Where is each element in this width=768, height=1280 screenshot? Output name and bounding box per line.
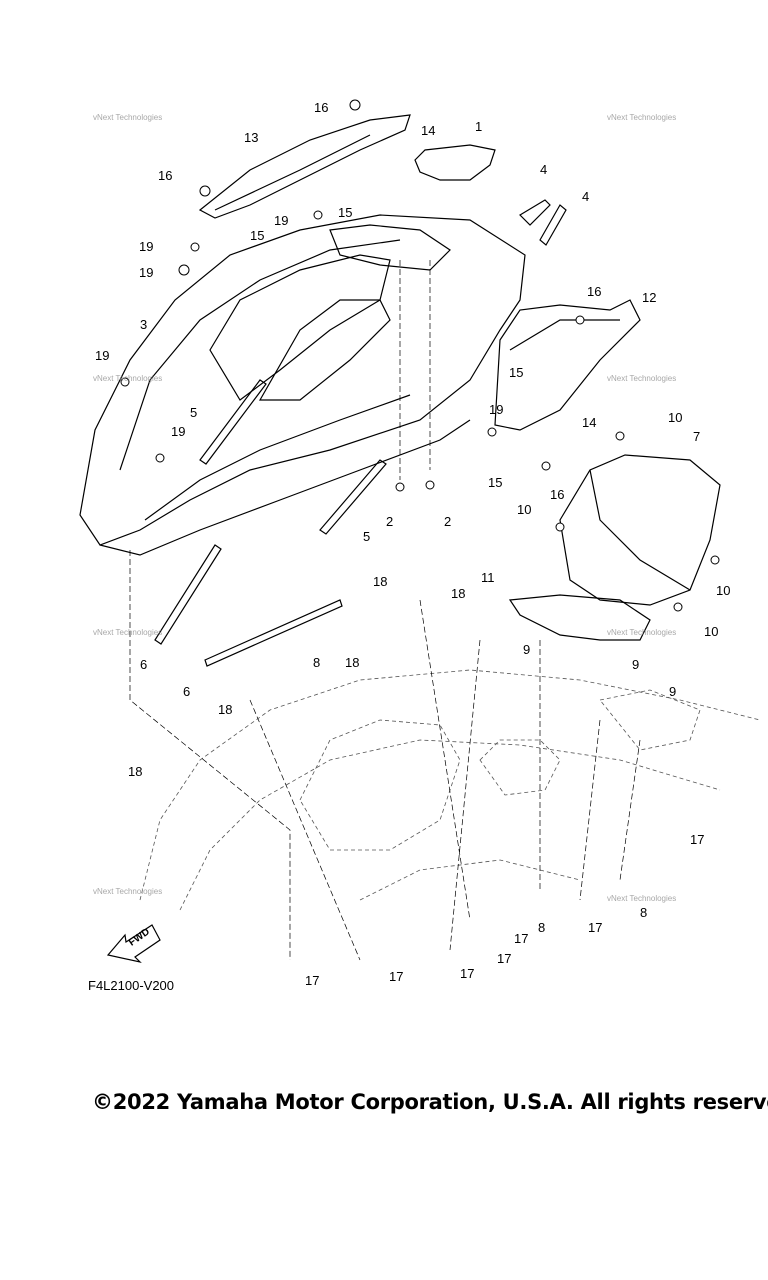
callout: 18 [451, 586, 466, 601]
parts-diagram [79, 99, 761, 964]
top-cover-part [198, 114, 411, 219]
callout: 17 [690, 832, 705, 847]
callout: 14 [582, 415, 597, 430]
diagram-code: F4L2100-V200 [88, 978, 175, 993]
callout: 19 [95, 348, 110, 363]
callout: 16 [314, 100, 329, 115]
callout: 11 [481, 570, 495, 585]
callout: 16 [587, 284, 602, 299]
callout: 19 [139, 265, 154, 280]
callout: 8 [640, 905, 648, 920]
callout: 15 [509, 365, 524, 380]
callout: 17 [305, 973, 320, 988]
callout: 3 [140, 317, 148, 332]
callout: 18 [345, 655, 360, 670]
copyright-notice: ©2022 Yamaha Motor Corporation, U.S.A. A… [92, 1090, 768, 1114]
callout: 17 [514, 931, 529, 946]
watermark: vNext Technologies [607, 374, 677, 383]
callout: 10 [716, 583, 731, 598]
callout: 18 [218, 702, 233, 717]
callout: 2 [386, 514, 394, 529]
callout: 7 [693, 429, 701, 444]
callout: 8 [538, 920, 546, 935]
callout: 4 [540, 162, 548, 177]
callout: 9 [632, 657, 640, 672]
callout: 10 [668, 410, 683, 425]
callout: 10 [704, 624, 719, 639]
callout: 18 [128, 764, 143, 779]
callout: 19 [489, 402, 504, 417]
callout: 1 [475, 119, 483, 134]
callout: 15 [250, 228, 265, 243]
callout: 8 [313, 655, 321, 670]
callout: 6 [140, 657, 148, 672]
watermark: vNext Technologies [93, 887, 163, 896]
callout: 16 [158, 168, 173, 183]
callout: 19 [139, 239, 154, 254]
callout: 6 [183, 684, 191, 699]
callout: 15 [488, 475, 503, 490]
callout: 10 [517, 502, 532, 517]
watermark: vNext Technologies [93, 374, 163, 383]
watermark: vNext Technologies [607, 113, 677, 122]
callout: 19 [274, 213, 289, 228]
callout: 14 [421, 123, 436, 138]
watermark: vNext Technologies [93, 113, 163, 122]
callout: 9 [523, 642, 531, 657]
callout: 12 [642, 290, 657, 305]
callout: 2 [444, 514, 452, 529]
fwd-arrow-icon [106, 924, 161, 964]
side-panel-part [494, 299, 641, 431]
callout: 15 [338, 205, 353, 220]
callout: 4 [582, 189, 590, 204]
callout: 9 [669, 684, 677, 699]
callout: 16 [550, 487, 565, 502]
watermark: vNext Technologies [93, 628, 163, 637]
deck-cover-part [79, 214, 526, 546]
callout: 17 [389, 969, 404, 984]
callout: 5 [363, 529, 371, 544]
callout: 13 [244, 130, 259, 145]
watermark: vNext Technologies [607, 894, 677, 903]
callout: 17 [460, 966, 475, 981]
callout: 5 [190, 405, 198, 420]
watermark: vNext Technologies [607, 628, 677, 637]
callout: 17 [588, 920, 603, 935]
callout: 17 [497, 951, 512, 966]
callout: 19 [171, 424, 186, 439]
callout: 18 [373, 574, 388, 589]
storage-box-part [559, 454, 721, 606]
